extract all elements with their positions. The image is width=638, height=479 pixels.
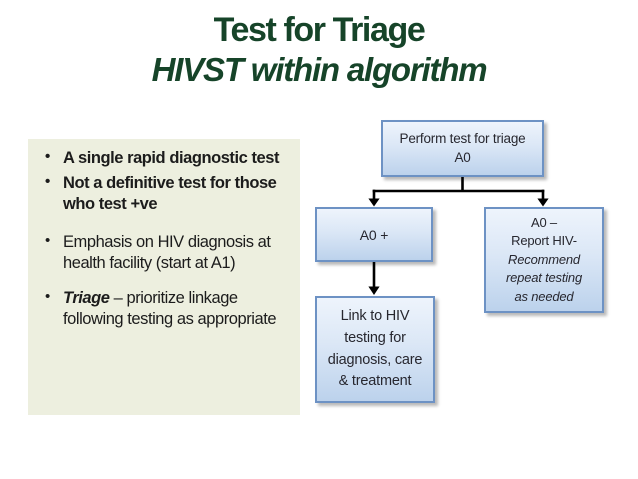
- slide-header: Test for Triage HIVST within algorithm: [0, 10, 638, 89]
- arrow-down-icon: [537, 198, 549, 207]
- bullet-text: Emphasis on HIV diagnosis at health faci…: [63, 233, 271, 272]
- a0-positive-box: A0 +: [315, 207, 433, 262]
- a0-negative-box: A0 – Report HIV- Recommend repeat testin…: [484, 207, 604, 313]
- link-box-line1: Link to HIV: [340, 308, 410, 324]
- link-to-testing-box: Link to HIV testing for diagnosis, care …: [315, 296, 435, 403]
- bullet-text: A single rapid diagnostic test: [63, 149, 280, 167]
- perform-test-box: Perform test for triage A0: [381, 120, 544, 177]
- link-box-line4: & treatment: [338, 373, 412, 390]
- perform-test-line2: A0: [454, 149, 471, 165]
- perform-test-line1: Perform test for triage: [399, 130, 526, 146]
- a0-negative-line1: A0 –: [531, 214, 557, 230]
- a0-negative-line2: Report HIV-: [511, 233, 577, 249]
- page-subtitle: HIVST within algorithm: [151, 50, 488, 88]
- bullet-item-triage: Triage – prioritize linkage following te…: [44, 288, 292, 329]
- bullet-item-emphasis: Emphasis on HIV diagnosis at health faci…: [44, 232, 292, 273]
- bullet-lead-word: Triage: [63, 289, 110, 308]
- link-box-line2: testing for: [344, 329, 406, 346]
- arrow-down-icon: [368, 198, 380, 207]
- bullet-item-not-definitive: Not a definitive test for those who test…: [44, 173, 292, 214]
- link-box-line3: diagnosis, care: [327, 351, 423, 368]
- a0-negative-line4: repeat testing: [506, 270, 582, 286]
- a0-negative-line3: Recommend: [508, 251, 580, 267]
- bullet-list: A single rapid diagnostic test Not a def…: [28, 139, 300, 329]
- bullet-text: Not a definitive test for those who test…: [63, 174, 277, 213]
- page-title: Test for Triage: [213, 11, 426, 49]
- bullet-text: – prioritize linkage following testing a…: [63, 289, 277, 328]
- key-points-panel: A single rapid diagnostic test Not a def…: [28, 139, 300, 415]
- a0-negative-line5: as needed: [514, 288, 574, 304]
- arrow-down-icon: [368, 286, 380, 295]
- bullet-item-rapid-test: A single rapid diagnostic test: [44, 148, 292, 168]
- a0-positive-label: A0 +: [359, 226, 389, 243]
